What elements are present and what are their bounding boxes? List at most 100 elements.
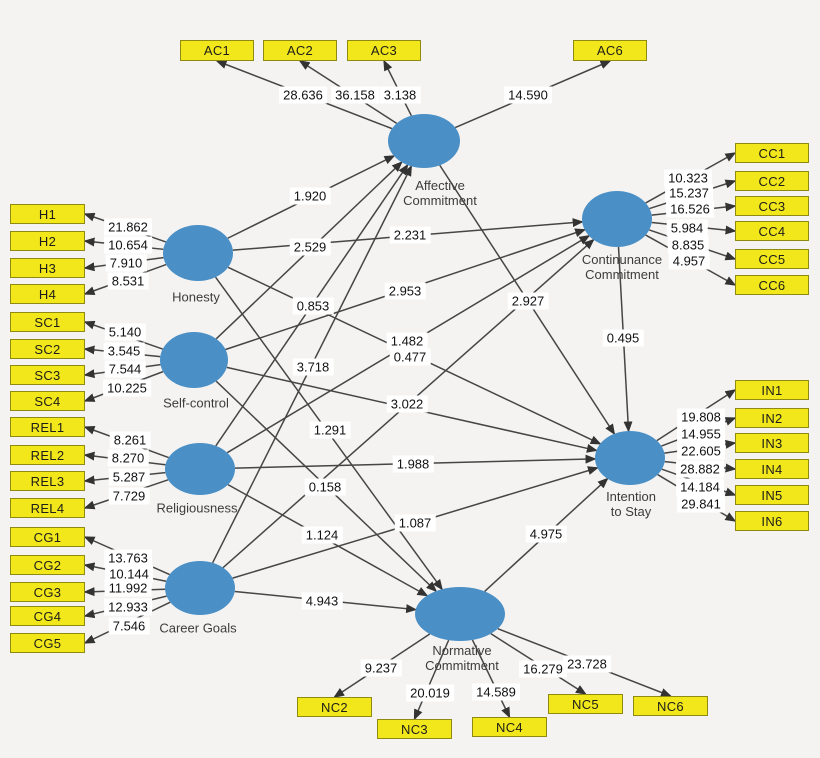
indicator-box-SC3: SC3: [10, 365, 85, 385]
construct-ellipse-CG: [165, 561, 235, 615]
loading-label-CG2: 10.144: [105, 565, 153, 583]
indicator-box-IN4: IN4: [735, 459, 809, 479]
indicator-box-REL3: REL3: [10, 471, 85, 491]
loading-label-CC5: 8.835: [667, 236, 709, 254]
loading-label-CG1: 13.763: [104, 549, 152, 567]
loading-label-NC6: 23.728: [563, 655, 611, 673]
indicator-box-AC6: AC6: [573, 40, 647, 61]
loading-label-H3: 7.910: [105, 254, 147, 272]
indicator-box-CC4: CC4: [735, 221, 809, 241]
indicator-box-H2: H2: [10, 231, 85, 251]
indicator-box-NC4: NC4: [472, 717, 547, 737]
construct-name-IS: Intention to Stay: [606, 489, 656, 519]
indicator-box-SC4: SC4: [10, 391, 85, 411]
path-label-H-CC: 2.231: [389, 226, 431, 244]
path-label-REL-NC: 1.124: [301, 526, 343, 544]
loading-label-AC1: 28.636: [279, 86, 327, 104]
indicator-box-CG1: CG1: [10, 527, 85, 547]
loading-label-REL2: 8.270: [107, 449, 149, 467]
loading-label-H1: 21.862: [104, 218, 152, 236]
loading-label-CC3: 16.526: [666, 200, 714, 218]
path-label-CG-AC: 3.718: [292, 358, 334, 376]
indicator-box-SC2: SC2: [10, 339, 85, 359]
loading-label-NC3: 20.019: [406, 684, 454, 702]
indicator-box-IN5: IN5: [735, 485, 809, 505]
indicator-box-IN3: IN3: [735, 433, 809, 453]
path-label-SC-CC: 2.953: [384, 282, 426, 300]
indicator-box-CG4: CG4: [10, 606, 85, 626]
loading-label-CC2: 15.237: [665, 184, 713, 202]
path-label-REL-AC: 0.853: [292, 297, 334, 315]
loading-label-IN4: 28.882: [676, 460, 724, 478]
indicator-box-CG2: CG2: [10, 555, 85, 575]
indicator-box-CC1: CC1: [735, 143, 809, 163]
indicator-box-REL1: REL1: [10, 417, 85, 437]
indicator-arrow-NC4: [471, 639, 511, 719]
indicator-box-REL2: REL2: [10, 445, 85, 465]
construct-name-CG: Career Goals: [159, 620, 237, 636]
indicator-box-IN2: IN2: [735, 408, 809, 428]
indicator-box-CC3: CC3: [735, 196, 809, 216]
construct-name-H: Honesty: [172, 289, 220, 305]
loading-label-H4: 8.531: [107, 272, 149, 290]
indicator-box-H4: H4: [10, 284, 85, 304]
loading-label-NC5: 16.279: [519, 660, 567, 678]
loading-label-SC1: 5.140: [104, 323, 146, 341]
indicator-box-CC2: CC2: [735, 171, 809, 191]
loading-label-AC2: 36.158: [331, 86, 379, 104]
path-label-NC-IS: 4.975: [525, 525, 567, 543]
loading-label-H2: 10.654: [104, 236, 152, 254]
loading-label-SC3: 7.544: [104, 360, 146, 378]
indicator-box-IN1: IN1: [735, 380, 809, 400]
loading-label-CG3: 11.992: [104, 579, 152, 597]
construct-ellipse-REL: [165, 443, 235, 495]
construct-ellipse-SC: [160, 332, 228, 388]
indicator-box-H3: H3: [10, 258, 85, 278]
path-label-CG-NC: 4.943: [301, 592, 343, 610]
loading-label-IN1: 19.808: [677, 408, 725, 426]
indicator-box-IN6: IN6: [735, 511, 809, 531]
construct-ellipse-AC: [388, 114, 460, 168]
path-label-H-NC: 1.291: [309, 421, 351, 439]
loading-label-CC6: 4.957: [668, 252, 710, 270]
loading-label-REL4: 7.729: [108, 487, 150, 505]
indicator-box-AC2: AC2: [263, 40, 337, 61]
loading-label-IN2: 14.955: [677, 425, 725, 443]
construct-ellipse-NC: [415, 587, 505, 641]
indicator-box-NC2: NC2: [297, 697, 372, 717]
indicator-box-CC5: CC5: [735, 249, 809, 269]
loading-label-CC4: 5.984: [666, 219, 708, 237]
loading-label-CG4: 12.933: [104, 598, 152, 616]
loading-label-AC6: 14.590: [504, 86, 552, 104]
indicator-box-REL4: REL4: [10, 498, 85, 518]
path-label-SC-NC: 0.158: [304, 478, 346, 496]
indicator-box-AC3: AC3: [347, 40, 421, 61]
loading-label-REL1: 8.261: [109, 431, 151, 449]
loading-label-SC4: 10.225: [103, 379, 151, 397]
path-label-SC-IS: 3.022: [386, 395, 428, 413]
indicator-box-NC6: NC6: [633, 696, 708, 716]
path-label-REL-CC: 1.482: [386, 332, 428, 350]
indicator-box-AC1: AC1: [180, 40, 254, 61]
path-label-AC-IS: 2.927: [507, 292, 549, 310]
construct-name-CC: Continunance Commitment: [581, 252, 663, 282]
loading-label-IN5: 14.184: [676, 478, 724, 496]
loading-label-IN3: 22.605: [677, 442, 725, 460]
loading-label-AC3: 3.138: [379, 86, 421, 104]
indicator-box-NC3: NC3: [377, 719, 452, 739]
loading-label-NC4: 14.589: [472, 683, 520, 701]
loading-label-REL3: 5.287: [108, 468, 150, 486]
construct-ellipse-H: [163, 225, 233, 281]
indicator-box-CG5: CG5: [10, 633, 85, 653]
path-label-CG-IS: 1.087: [394, 514, 436, 532]
construct-ellipse-CC: [582, 191, 652, 247]
indicator-arrow-NC3: [413, 639, 450, 721]
construct-name-AC: Affective Commitment: [403, 178, 477, 208]
loading-label-SC2: 3.545: [103, 342, 145, 360]
path-label-SC-AC: 2.529: [289, 238, 331, 256]
loading-label-CG5: 7.546: [108, 617, 150, 635]
construct-name-NC: Normative Commitment: [425, 643, 499, 673]
construct-name-SC: Self-control: [163, 395, 229, 411]
indicator-box-CG3: CG3: [10, 582, 85, 602]
loading-label-IN6: 29.841: [677, 495, 725, 513]
